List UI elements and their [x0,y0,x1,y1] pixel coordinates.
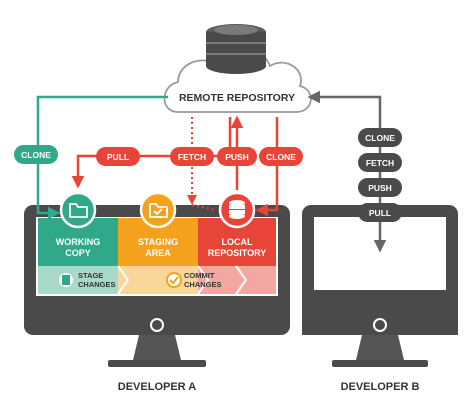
server-database-icon [206,24,266,74]
pull-badge-b-text: PULL [369,208,391,218]
clone-badge-left-text: CLONE [21,150,51,160]
fetch-arrow-tail [191,204,217,211]
commit-changes-label-2: CHANGES [184,280,222,289]
clone-badge-b-text: CLONE [365,133,395,143]
pull-badge-b [358,203,402,222]
pull-arrow [71,117,232,189]
developer-b-label: DEVELOPER B [341,381,420,393]
fetch-badge-b-text: FETCH [366,158,394,168]
push-badge [217,147,257,166]
working-copy-title-2: COPY [65,248,91,258]
database-icon [218,191,256,229]
checked-folder-icon [139,191,177,229]
working-copy-strip [38,266,118,294]
fetch-badge-b [358,153,402,172]
fetch-badge-text: FETCH [178,152,206,162]
staging-area-title-2: AREA [145,248,171,258]
clone-badge-b [358,128,402,147]
clone-badge-right [259,147,303,166]
remote-repository-title: REMOTE REPOSITORY [179,92,295,104]
stage-changes-label-1: STAGE [78,271,103,280]
monitor-developer-b [302,205,458,367]
chevron-separator [117,265,130,295]
push-badge-text: PUSH [225,152,249,162]
working-copy-title-1: WORKING [56,237,101,247]
push-badge-b [358,178,402,197]
clone-badge-left [14,145,58,164]
stage-changes-label-2: CHANGES [78,280,116,289]
local-repository-title-2: REPOSITORY [208,248,267,258]
check-circle-icon [166,272,182,288]
developer-a-label: DEVELOPER A [118,381,196,393]
pull-badge-text: PULL [107,152,129,162]
commit-changes-label-1: COMMIT [184,271,215,280]
pull-badge [96,147,140,166]
local-repository-strip [198,266,276,294]
fetch-badge [170,147,214,166]
clone-badge-right-text: CLONE [266,152,296,162]
folder-icon [59,191,97,229]
staging-area-title-1: STAGING [138,237,178,247]
staging-area-strip [118,266,198,294]
local-repository-title-1: LOCAL [222,237,253,247]
chevron-separator [197,265,210,295]
chevron-separator [235,265,248,295]
document-icon [59,273,73,287]
push-badge-b-text: PUSH [368,183,392,193]
